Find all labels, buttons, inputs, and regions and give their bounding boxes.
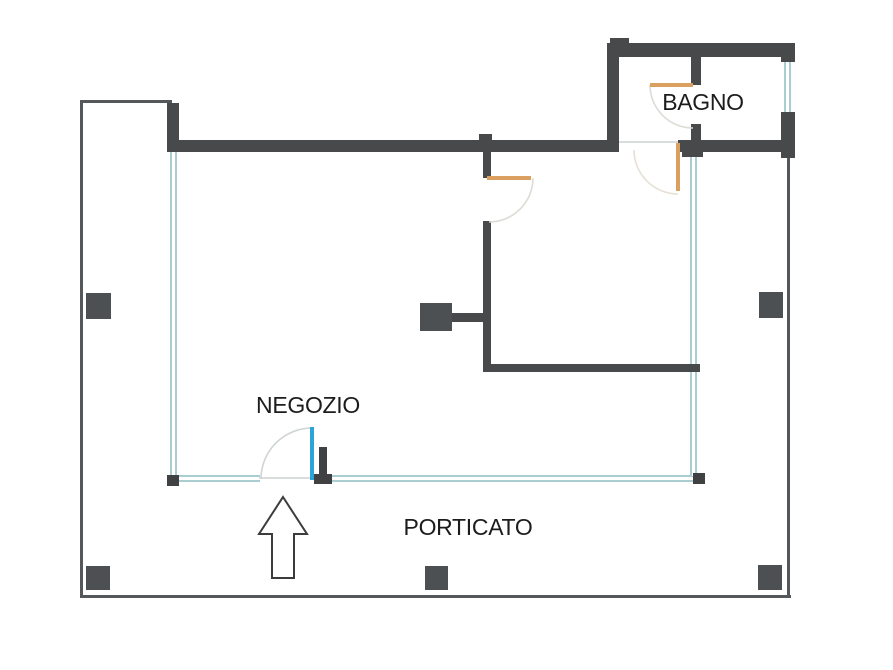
wall-backroom-top-bump [479,134,492,141]
door-arc-hall [633,149,679,195]
wall-bagno-left [607,45,619,152]
boundary-bottom [80,595,791,598]
pillar-left-middle [86,293,111,319]
entrance-door-post [319,447,327,476]
pillar-bottom-center [425,566,448,590]
entrance-door-post-base [314,474,332,484]
wall-main-right [678,140,795,152]
wall-top-left-block [167,103,179,152]
wall-bagno-right-lower [781,112,795,158]
door-leaf-hall [676,143,680,191]
wall-bagno-mid-lower [691,124,701,153]
wall-bagno-top-notch [610,38,629,44]
entrance-arrow-icon [257,495,309,579]
wall-backroom-bottom [483,364,700,372]
pillar-bottom-right [758,565,782,590]
wall-backroom-left-lower [483,221,491,372]
wall-main-left [167,140,619,152]
wall-bagno-mid-upper [691,55,701,85]
corner-marker-shop-right [693,473,705,484]
wall-backroom-left-upper [483,152,491,178]
door-leaf-entrance [310,427,314,480]
door-arc-entrance [260,427,313,480]
threshold-hall-door [618,141,678,143]
room-label-porticato: PORTICATO [403,514,533,540]
wall-junction-block [682,140,703,157]
window-shop-bottom-right [316,475,695,482]
wall-bagno-right-top [781,43,795,62]
door-arc-backroom [488,177,534,223]
boundary-top-left [80,100,172,103]
pillar-right-middle [759,292,783,318]
pillar-center [420,303,452,331]
boundary-right [787,155,790,598]
door-arc-bagno [649,84,694,129]
wall-bagno-top [607,43,795,57]
wall-pillar-stub [452,313,483,322]
window-shop-left [170,152,177,478]
pillar-bottom-left [86,566,110,590]
threshold-entrance [259,477,317,479]
window-backroom-right [690,157,697,476]
window-shop-bottom-left [176,475,260,482]
room-label-bagno: BAGNO [662,89,744,115]
door-leaf-bagno [650,83,693,87]
window-bagno-right [784,61,791,113]
door-leaf-backroom [487,176,531,180]
boundary-left [80,100,83,598]
corner-marker-shop-left [167,475,179,486]
room-label-negozio: NEGOZIO [256,392,360,418]
